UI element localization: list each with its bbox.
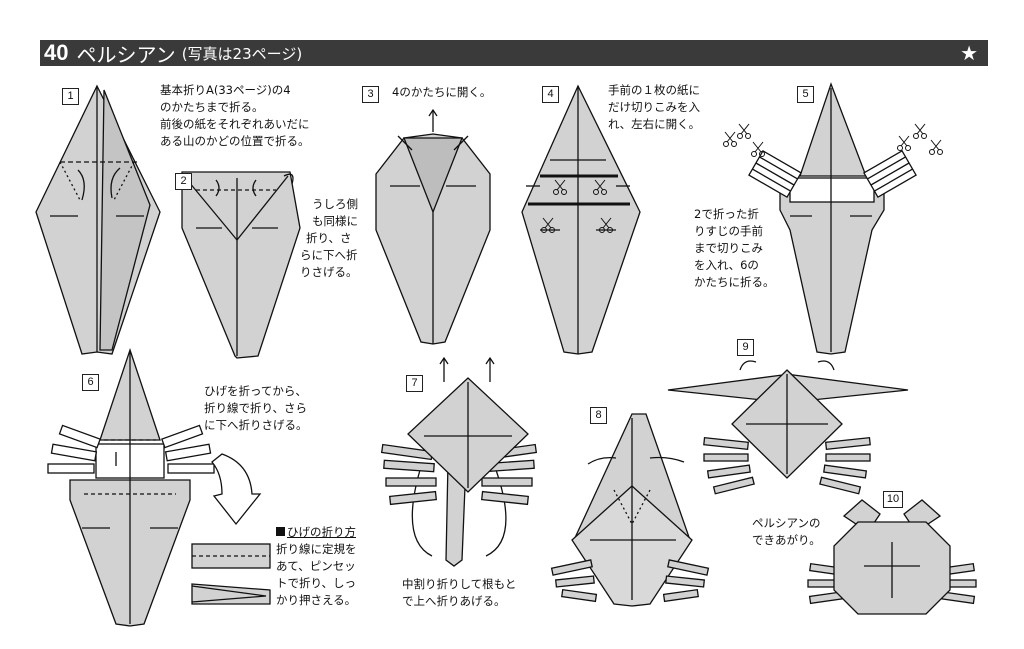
step-2-diagram	[181, 171, 301, 359]
step-number-4: 4	[542, 86, 559, 103]
step-4-line-1: 手前の１枚の紙に	[608, 83, 700, 97]
whisker-note-line-3: トで折り、しっ	[276, 576, 357, 590]
step-4-diagram	[521, 84, 641, 355]
step-3-instructions: 4のかたちに開く。	[392, 84, 491, 101]
step-2-line-1: うしろ側	[312, 197, 358, 211]
step-6-diagram	[47, 347, 262, 627]
page-header: 40 ペルシアン (写真は23ページ) ★	[40, 40, 988, 67]
whisker-note-line-4: かり押さえる。	[276, 593, 357, 607]
step-6-line-2: 折り線で折り、さら	[204, 401, 308, 415]
whisker-fold-title: ひげの折り方	[276, 524, 357, 541]
step-10-caption: ペルシアンの できあがり。	[752, 515, 821, 549]
step-3-line-1: 4のかたちに開く。	[392, 85, 492, 99]
step-number-5: 5	[797, 86, 814, 103]
step-4-instructions: 手前の１枚の紙に だけ切りこみを入 れ、左右に開く。	[608, 82, 700, 133]
whisker-fold-title-text: ひげの折り方	[287, 525, 356, 539]
bullet-square-icon	[276, 527, 285, 536]
step-5-instructions: 2で折った折 りすじの手前 まで切りこみ を入れ、6の かたちに折る。	[694, 206, 775, 291]
step-number-2: 2	[175, 173, 192, 190]
step-number-6: 6	[82, 374, 99, 391]
step-5-line-1: 2で折った折	[694, 207, 759, 221]
step-2-line-3: 折り、さ	[306, 231, 352, 245]
whisker-note-line-1: 折り線に定規を	[276, 542, 357, 556]
step-1-diagram	[35, 84, 161, 355]
step-5-line-4: を入れ、6の	[694, 258, 759, 272]
step-7-instructions: 中割り折りして根もと で上へ折りあげる。	[402, 576, 516, 610]
model-title: ペルシアン	[76, 42, 176, 67]
step-7-line-1: 中割り折りして根もと	[402, 577, 517, 591]
step-1-line-2: のかたちまで折る。	[160, 100, 264, 114]
step-2-line-4: らに下へ折	[300, 248, 358, 262]
step-number-9: 9	[737, 339, 754, 356]
step-2-instructions: うしろ側 も同様に 折り、さ らに下へ折 りさげる。	[300, 196, 358, 281]
step-number-3: 3	[362, 86, 379, 103]
step-7-diagram	[380, 356, 538, 567]
step-1-instructions: 基本折りA(33ページ)の4 のかたちまで折る。 前後の紙をそれぞれあいだに あ…	[160, 82, 310, 150]
step-number-7: 7	[406, 375, 423, 392]
step-4-line-2: だけ切りこみを入	[608, 100, 700, 114]
step-6-line-1: ひげを折ってから、	[204, 384, 307, 398]
step-number-1: 1	[62, 88, 79, 105]
step-1-line-3: 前後の紙をそれぞれあいだに	[160, 117, 310, 131]
step-5-line-3: まで切りこみ	[694, 241, 763, 255]
step-9-diagram	[667, 360, 909, 495]
step-10-diagram	[807, 499, 977, 615]
step-1-line-4: ある山のかどの位置で折る。	[160, 134, 310, 148]
step-6-instructions: ひげを折ってから、 折り線で折り、さら に下へ折りさげる。	[204, 383, 308, 434]
step-5-diagram	[722, 82, 944, 355]
step-10-line-1: ペルシアンの	[752, 516, 821, 530]
step-6-line-3: に下へ折りさげる。	[204, 418, 308, 432]
step-10-line-2: できあがり。	[752, 533, 821, 547]
step-1-line-1: 基本折りA(33ページ)の4	[160, 83, 291, 97]
step-5-line-5: かたちに折る。	[694, 275, 775, 289]
step-4-line-3: れ、左右に開く。	[608, 117, 701, 131]
step-8-diagram	[550, 413, 710, 607]
step-number-8: 8	[590, 407, 607, 424]
model-number: 40	[44, 40, 69, 65]
step-3-diagram	[375, 108, 491, 345]
whisker-fold-note: ひげの折り方 折り線に定規を あて、ピンセッ トで折り、しっ かり押さえる。	[276, 524, 357, 609]
step-2-line-5: りさげる。	[300, 265, 358, 279]
step-2-line-2: も同様に	[312, 214, 358, 228]
difficulty-star-icon: ★	[960, 41, 978, 65]
step-7-line-2: で上へ折りあげる。	[402, 594, 506, 608]
step-number-10: 10	[883, 491, 903, 508]
whisker-fold-diagram	[191, 543, 271, 605]
whisker-note-line-2: あて、ピンセッ	[276, 559, 356, 573]
step-5-line-2: りすじの手前	[694, 224, 763, 238]
photo-page-reference: (写真は23ページ)	[181, 44, 303, 63]
